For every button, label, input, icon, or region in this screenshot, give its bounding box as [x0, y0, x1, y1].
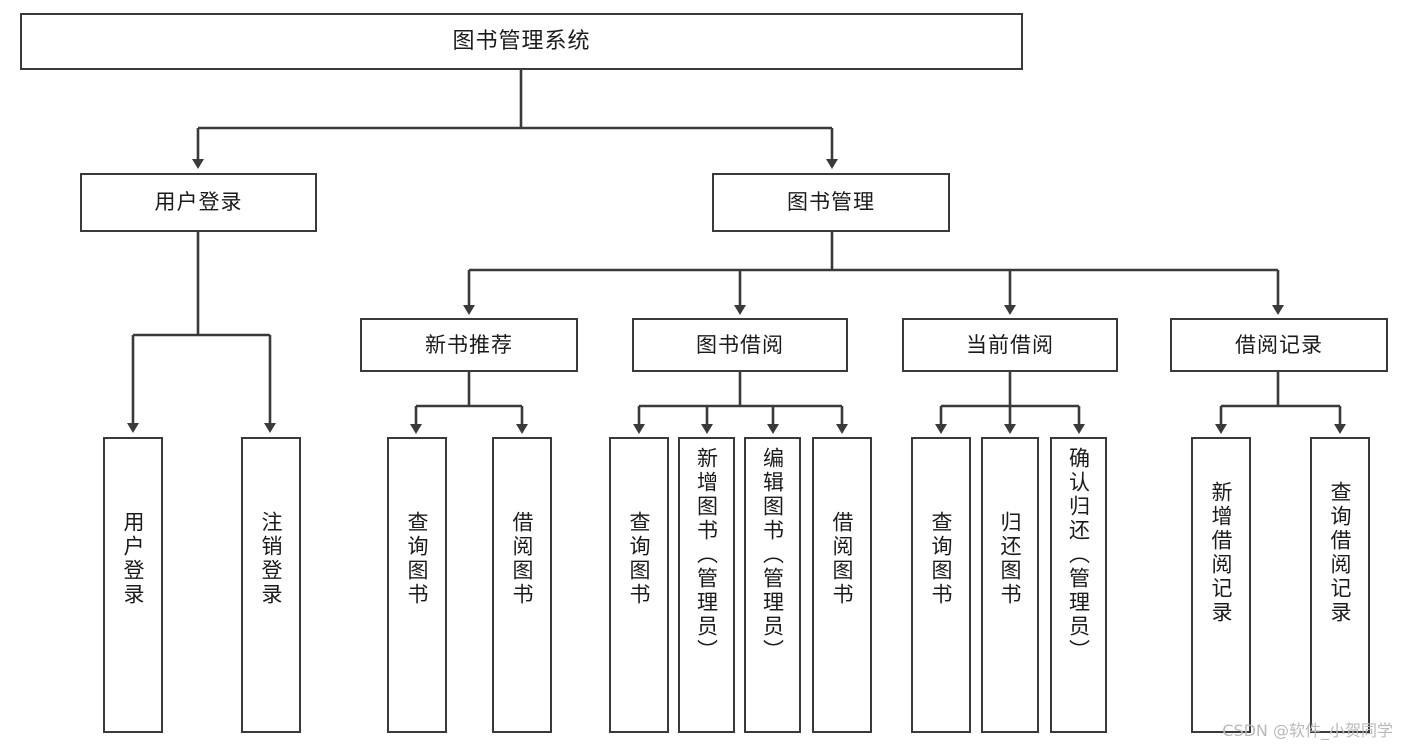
node-label: 编辑图书（管理员） — [760, 447, 785, 663]
node-book-management[interactable]: 图书管理 — [712, 173, 950, 232]
node-current-borrowing[interactable]: 当前借阅 — [902, 318, 1118, 372]
leaf-return-book[interactable]: 归还图书 — [981, 437, 1039, 733]
node-label: 图书管理系统 — [452, 28, 591, 54]
node-label: 查询图书 — [405, 511, 430, 607]
node-label: 图书管理 — [787, 190, 875, 215]
leaf-query-book-recommendation[interactable]: 查询图书 — [387, 437, 447, 733]
node-borrowing-record[interactable]: 借阅记录 — [1170, 318, 1388, 372]
node-label: 新增图书（管理员） — [694, 447, 719, 663]
leaf-add-borrow-record[interactable]: 新增借阅记录 — [1191, 437, 1251, 733]
leaf-user-logout[interactable]: 注销登录 — [241, 437, 301, 733]
node-book-borrowing[interactable]: 图书借阅 — [632, 318, 848, 372]
leaf-borrow-book-recommendation[interactable]: 借阅图书 — [492, 437, 552, 733]
leaf-user-login[interactable]: 用户登录 — [103, 437, 163, 733]
node-new-book-recommendation[interactable]: 新书推荐 — [360, 318, 578, 372]
leaf-query-borrow-record[interactable]: 查询借阅记录 — [1310, 437, 1370, 733]
node-label: 查询图书 — [627, 511, 652, 607]
leaf-confirm-return-admin[interactable]: 确认归还（管理员） — [1050, 437, 1107, 733]
watermark-text: CSDN @软件_小贺同学 — [1222, 721, 1393, 740]
node-label: 新增借阅记录 — [1209, 481, 1234, 625]
leaf-edit-book-admin[interactable]: 编辑图书（管理员） — [744, 437, 801, 733]
node-label: 归还图书 — [998, 511, 1023, 607]
node-label: 用户登录 — [154, 190, 243, 215]
node-label: 确认归还（管理员） — [1066, 447, 1091, 663]
node-label: 当前借阅 — [966, 332, 1054, 357]
leaf-query-book-current[interactable]: 查询图书 — [911, 437, 971, 733]
node-root-book-management-system[interactable]: 图书管理系统 — [20, 13, 1023, 70]
node-label: 借阅图书 — [830, 511, 855, 607]
node-label: 查询借阅记录 — [1328, 481, 1353, 625]
node-label: 借阅记录 — [1235, 332, 1323, 357]
node-label: 查询图书 — [929, 511, 954, 607]
node-label: 借阅图书 — [510, 511, 535, 607]
node-label: 用户登录 — [121, 511, 146, 607]
node-user-login[interactable]: 用户登录 — [80, 173, 317, 232]
node-label: 新书推荐 — [425, 332, 513, 357]
leaf-query-book-borrow[interactable]: 查询图书 — [609, 437, 669, 733]
leaf-borrow-book[interactable]: 借阅图书 — [812, 437, 872, 733]
leaf-add-book-admin[interactable]: 新增图书（管理员） — [678, 437, 735, 733]
node-label: 注销登录 — [259, 511, 284, 607]
node-label: 图书借阅 — [696, 332, 784, 357]
